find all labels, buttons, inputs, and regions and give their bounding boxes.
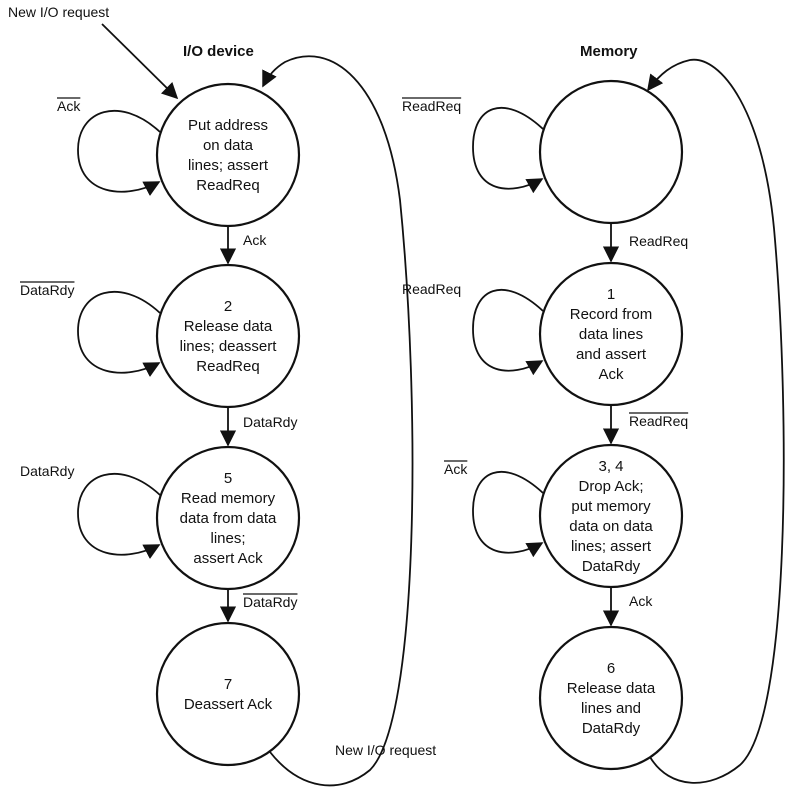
io-state-3-line-1: 5: [224, 470, 232, 487]
io-self-loop-1: [77, 109, 161, 196]
new-io-request-label-top: New I/O request: [8, 4, 109, 20]
mem-state-2-line-4: and assert: [576, 346, 647, 363]
io-state-4-line-2: Deassert Ack: [184, 696, 273, 713]
io-return-loop: [262, 55, 414, 787]
io-device-header: I/O device: [183, 43, 254, 60]
mem-self-loop-label-3: Ack: [444, 461, 468, 477]
mem-state-2-line-2: Record from: [570, 306, 653, 323]
io-transition-label-3: DataRdy: [243, 594, 297, 610]
io-state-1-line-2: on data: [203, 137, 254, 154]
io-state-2-line-2: Release data: [184, 318, 273, 335]
io-state-3-line-2: Read memory: [181, 490, 276, 507]
io-state-3-line-4: lines;: [210, 530, 245, 547]
io-state-2-line-3: lines; deassert: [180, 338, 278, 355]
new-io-request-arrow: [101, 23, 179, 100]
io-self-loop-3: [77, 472, 161, 559]
io-self-loop-label-2: DataRdy: [20, 282, 74, 298]
mem-self-loop-label-2: ReadReq: [402, 281, 461, 297]
mem-state-3-line-1: 3, 4: [598, 458, 623, 475]
io-state-4-line-1: 7: [224, 676, 232, 693]
mem-state-4-line-4: DataRdy: [582, 720, 641, 737]
mem-state-2-line-5: Ack: [598, 366, 624, 383]
mem-transition-label-1: ReadReq: [629, 233, 688, 249]
mem-state-idle: [538, 79, 684, 225]
mem-state-4-line-1: 6: [607, 660, 615, 677]
mem-return-loop: [647, 58, 785, 784]
memory-header: Memory: [580, 43, 638, 60]
mem-state-6: [538, 625, 684, 771]
mem-state-4-line-2: Release data: [567, 680, 656, 697]
io-state-1-line-3: lines; assert: [188, 157, 269, 174]
io-transition-label-2: DataRdy: [243, 414, 297, 430]
mem-self-loop-2: [472, 288, 544, 376]
new-io-request-label-bottom: New I/O request: [335, 742, 436, 758]
io-transition-label-1: Ack: [243, 232, 267, 248]
io-state-2-line-4: ReadReq: [196, 358, 259, 375]
mem-transition-label-2: ReadReq: [629, 413, 688, 429]
mem-state-3-line-3: put memory: [571, 498, 651, 515]
io-state-put-address: [155, 82, 301, 228]
mem-state-3-line-6: DataRdy: [582, 558, 641, 575]
mem-state-2-line-1: 1: [607, 286, 615, 303]
mem-state-3-line-2: Drop Ack;: [578, 478, 643, 495]
io-state-2: [155, 263, 301, 409]
mem-state-3-line-5: lines; assert: [571, 538, 652, 555]
mem-state-3-line-4: data on data: [569, 518, 653, 535]
mem-self-loop-1: [472, 106, 544, 194]
io-state-3-line-5: assert Ack: [193, 550, 263, 567]
mem-transition-label-3: Ack: [629, 593, 653, 609]
edge-labels: AckDataRdyDataRdyAckDataRdyDataRdyReadRe…: [20, 97, 689, 610]
io-state-1-line-1: Put address: [188, 117, 268, 134]
io-self-loop-2: [77, 290, 161, 377]
mem-state-2-line-3: data lines: [579, 326, 643, 343]
io-state-1-line-4: ReadReq: [196, 177, 259, 194]
io-state-7: [155, 621, 301, 767]
io-self-loop-label-1: Ack: [57, 98, 81, 114]
mem-self-loop-3: [472, 470, 544, 558]
io-self-loop-label-3: DataRdy: [20, 463, 74, 479]
io-state-3-line-3: data from data: [180, 510, 277, 527]
mem-state-4-line-3: lines and: [581, 700, 641, 717]
io-state-2-line-1: 2: [224, 298, 232, 315]
mem-self-loop-label-1: ReadReq: [402, 98, 461, 114]
